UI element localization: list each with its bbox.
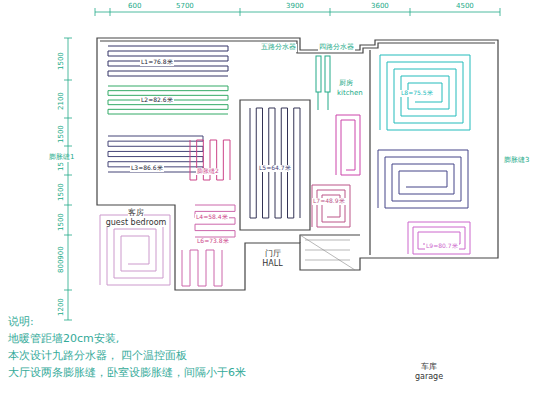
room-name: kitchen	[336, 90, 364, 98]
room-box: 门厅HALL	[245, 243, 300, 275]
loop-label: L3=86.6米	[130, 165, 164, 172]
heating-loop	[250, 108, 300, 218]
heating-loop	[378, 150, 468, 208]
loop-label: L8=75.5米	[400, 90, 434, 97]
heating-loop	[190, 140, 230, 180]
joint-label: 膨胀缝2	[196, 168, 220, 175]
room-name: garage	[415, 372, 443, 382]
dimension: 1500	[58, 212, 66, 232]
heating-loop	[312, 185, 350, 227]
heating-loop	[108, 46, 228, 76]
joint-label: 膨胀缝3	[503, 157, 530, 165]
heating-loop	[108, 136, 203, 172]
heating-loop	[380, 55, 470, 130]
loop-label: L4=58.4米	[195, 214, 229, 221]
room-name: 客房	[128, 208, 144, 218]
dimension: 800900	[58, 245, 66, 274]
manifold-label: 五路分水器	[260, 44, 297, 52]
dimension: 1500	[58, 51, 66, 71]
room-name: 门厅	[265, 249, 281, 259]
heating-loop	[195, 205, 235, 237]
room-name: 车库	[421, 362, 437, 372]
dimension: 2100	[58, 91, 66, 111]
dimension: 3900	[285, 3, 305, 11]
room-box: 车库garage	[360, 258, 498, 400]
loop-label: L6=73.8米	[196, 238, 230, 245]
dimension: 600	[127, 3, 142, 11]
dimension: 1500	[58, 182, 66, 202]
room-box: 客房guest bedroom	[97, 205, 175, 290]
room-name: 厨房	[338, 80, 354, 88]
loop-label: L1=76.8米	[140, 59, 174, 66]
dimension: 5700	[175, 3, 195, 11]
dimension: 1200	[58, 297, 66, 317]
joint-label: 膨胀缝1	[48, 154, 75, 162]
dimension: 4500	[455, 3, 475, 11]
note-text: 说明:	[8, 316, 34, 328]
dimension: 1500	[58, 124, 66, 144]
dimension: 3600	[370, 3, 390, 11]
manifold-label: 四路分水器	[318, 44, 355, 52]
room-name: HALL	[262, 259, 282, 269]
heating-loop	[182, 250, 222, 286]
note-text: 大厅设两条膨胀缝，卧室设膨胀缝，间隔小于6米	[8, 367, 246, 379]
heating-loop	[108, 86, 228, 114]
heating-loop	[100, 215, 170, 285]
loop-label: L9=80.7米	[425, 243, 459, 250]
loop-label: L7=48.9米	[312, 198, 346, 205]
loop-label: L5=64.7米	[258, 165, 292, 172]
loop-label: L2=82.6米	[140, 97, 174, 104]
heating-loop	[336, 115, 360, 175]
note-text: 地暖管距墙20cm安装,	[8, 333, 119, 345]
note-text: 本次设计九路分水器， 四个温控面板	[8, 350, 188, 362]
heating-loop	[408, 222, 470, 254]
room-name: guest bedroom	[106, 218, 167, 228]
